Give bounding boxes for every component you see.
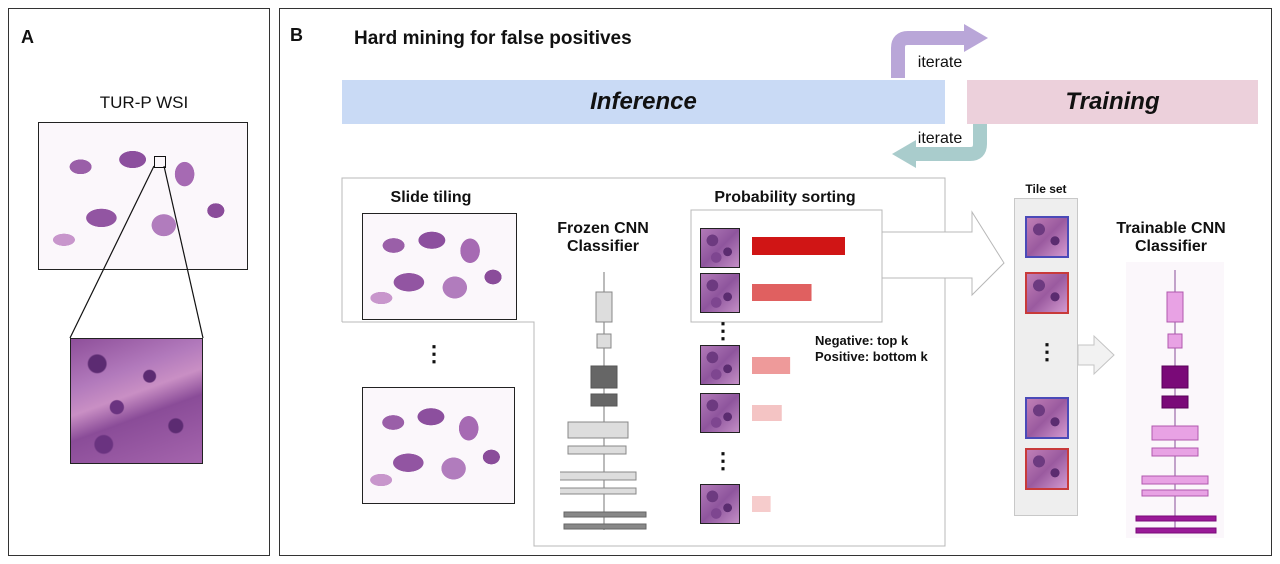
slide-ellipsis: ⋮ bbox=[423, 341, 445, 366]
probability-sorting-label: Probability sorting bbox=[714, 189, 856, 206]
frozen-layer-6 bbox=[567, 445, 627, 455]
wsi-thumbnail bbox=[38, 122, 248, 270]
zoomed-tissue bbox=[70, 338, 203, 464]
frozen-cnn-diagram bbox=[560, 272, 647, 530]
prob-tile-3 bbox=[700, 345, 740, 385]
prob-ellipsis-2: ⋮ bbox=[712, 448, 734, 473]
frozen-cnn-label: Frozen CNN Classifier bbox=[557, 220, 649, 255]
frozen-layer-8 bbox=[560, 487, 637, 495]
prob-ellipsis-1: ⋮ bbox=[712, 318, 734, 343]
trainable-layer-7 bbox=[1141, 475, 1209, 485]
trainable-layer-2 bbox=[1167, 333, 1183, 349]
training-banner: Training bbox=[967, 80, 1258, 124]
zoom-box bbox=[154, 156, 166, 168]
iterate-top-label: iterate bbox=[917, 54, 963, 71]
slide-thumbnail-2 bbox=[362, 387, 515, 504]
frozen-layer-9 bbox=[563, 511, 647, 518]
trainable-layer-9 bbox=[1135, 515, 1217, 522]
panel-b-title: Hard mining for false positives bbox=[354, 28, 632, 49]
trainable-layer-1 bbox=[1166, 291, 1184, 323]
frozen-layer-5 bbox=[567, 421, 629, 439]
frozen-layer-10 bbox=[563, 523, 647, 530]
iterate-bottom-label: iterate bbox=[917, 130, 963, 147]
slide-thumbnail-1 bbox=[362, 213, 517, 320]
set-tile-2 bbox=[1025, 272, 1069, 314]
prob-tile-1 bbox=[700, 228, 740, 268]
set-tile-1 bbox=[1025, 216, 1069, 258]
trainable-cnn-label: Trainable CNN Classifier bbox=[1116, 220, 1226, 255]
frozen-layer-4 bbox=[590, 393, 618, 407]
frozen-layer-1 bbox=[595, 291, 613, 323]
positive-rule: Positive: bottom k bbox=[815, 349, 928, 364]
set-tile-4 bbox=[1025, 448, 1069, 490]
probability-bar-3 bbox=[752, 357, 791, 374]
inference-label: Inference bbox=[590, 88, 697, 115]
frozen-layer-3 bbox=[590, 365, 618, 389]
trainable-layer-3 bbox=[1161, 365, 1189, 389]
tile-set-ellipsis: ⋮ bbox=[1036, 339, 1058, 364]
panel-b-label: B bbox=[290, 25, 303, 45]
zoom-lines bbox=[69, 165, 204, 339]
trainable-layer-6 bbox=[1151, 447, 1199, 457]
trainable-layer-5 bbox=[1151, 425, 1199, 441]
probability-bar-4 bbox=[752, 405, 782, 421]
trainable-layer-4 bbox=[1161, 395, 1189, 409]
panel-a-label: A bbox=[21, 27, 34, 47]
prob-tile-5 bbox=[700, 484, 740, 524]
training-label: Training bbox=[1065, 88, 1160, 115]
frozen-layer-7 bbox=[560, 471, 637, 481]
prob-tile-2 bbox=[700, 273, 740, 313]
wsi-title: TUR-P WSI bbox=[99, 93, 189, 112]
iterate-arrows bbox=[891, 24, 988, 168]
tile-set-label: Tile set bbox=[1025, 182, 1067, 196]
inference-banner: Inference bbox=[342, 80, 945, 124]
trainable-layer-10 bbox=[1135, 527, 1217, 534]
frozen-layer-2 bbox=[596, 333, 612, 349]
probability-bars bbox=[752, 237, 845, 512]
prob-tile-4 bbox=[700, 393, 740, 433]
probability-bar-2 bbox=[752, 284, 812, 301]
probability-bar-1 bbox=[752, 237, 845, 255]
negative-rule: Negative: top k bbox=[815, 333, 909, 348]
probability-bar-5 bbox=[752, 496, 771, 512]
trainable-layer-8 bbox=[1141, 489, 1209, 497]
slide-tiling-label: Slide tiling bbox=[390, 189, 472, 206]
set-tile-3 bbox=[1025, 397, 1069, 439]
trainable-cnn-diagram bbox=[1135, 270, 1217, 534]
panel-a: A bbox=[8, 8, 270, 556]
